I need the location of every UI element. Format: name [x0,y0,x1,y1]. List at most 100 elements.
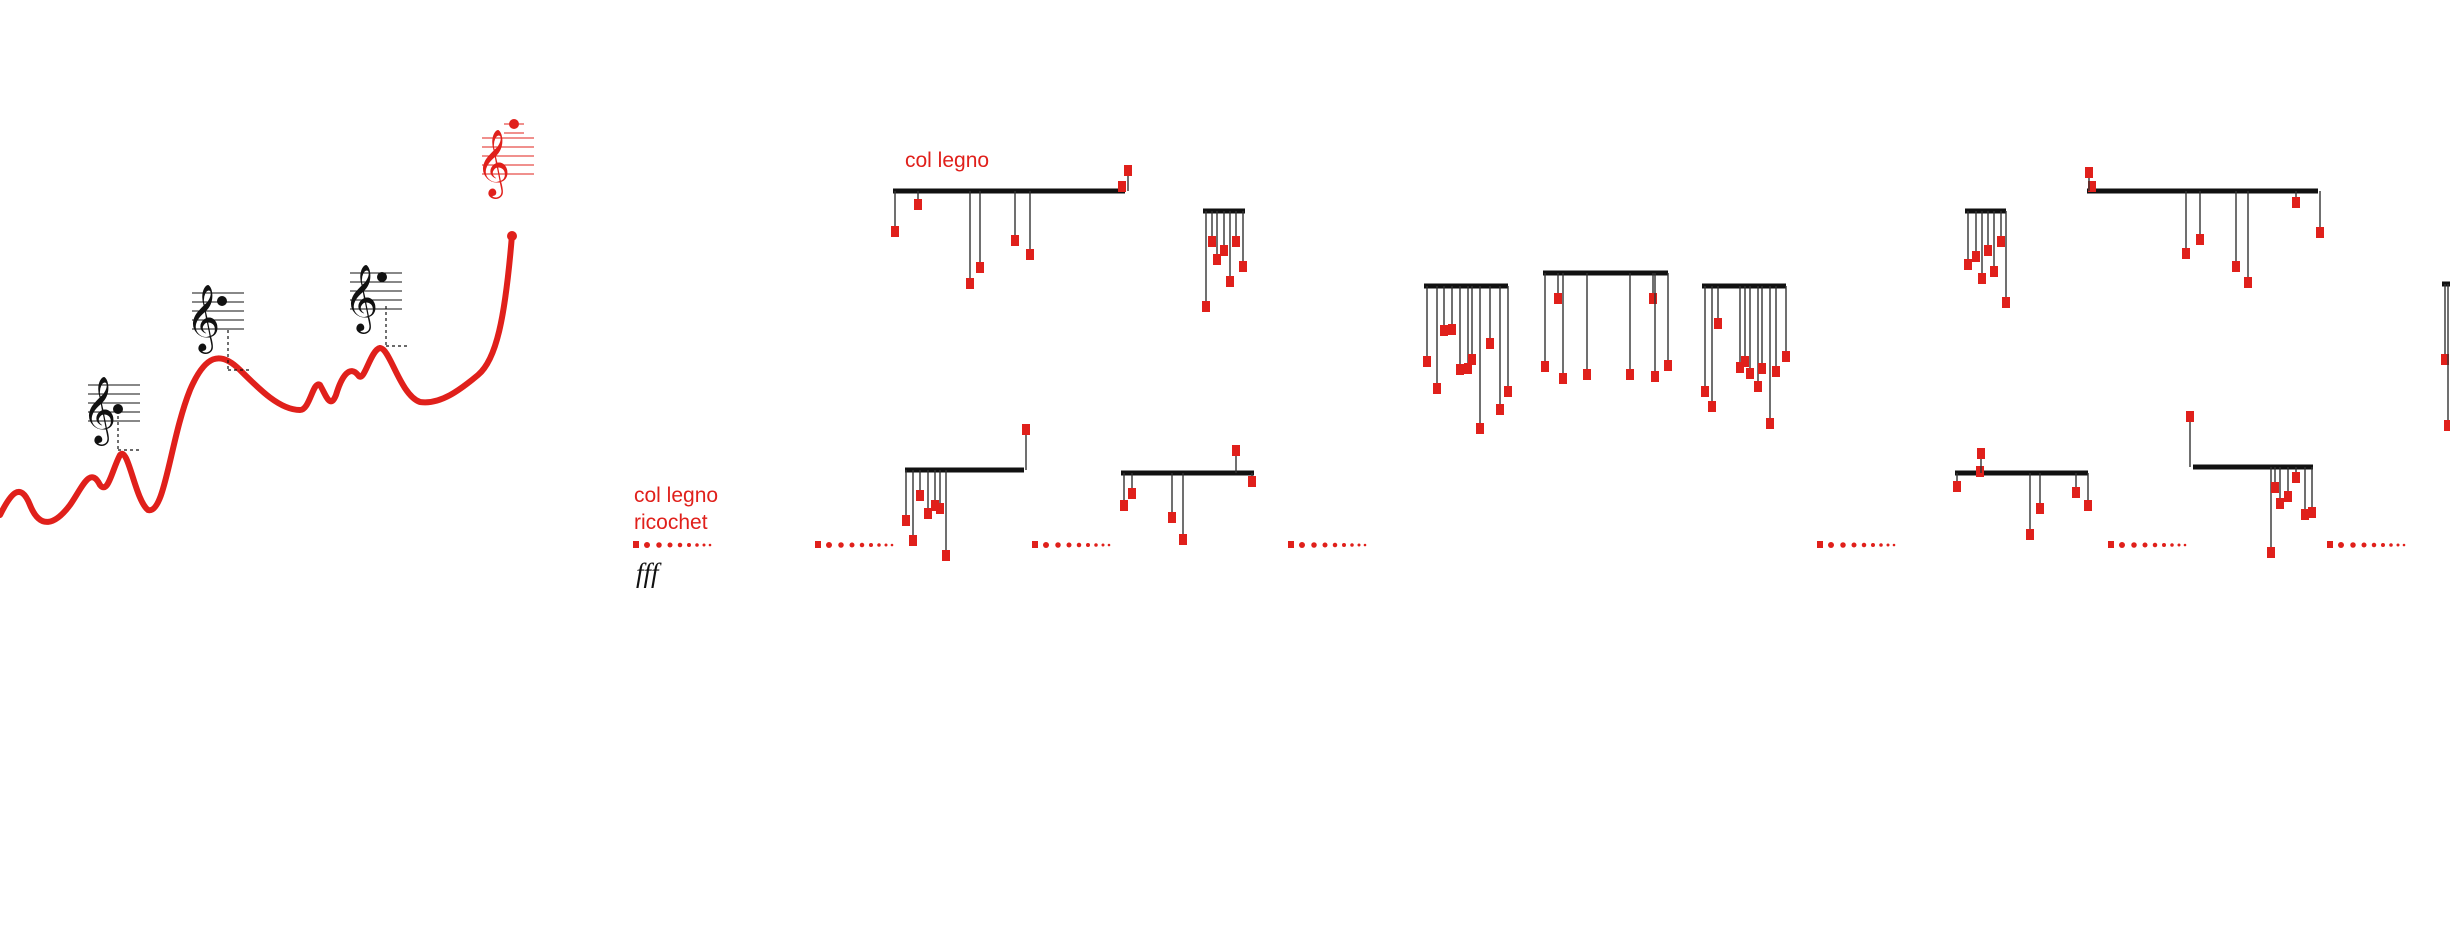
ricochet-dot [2396,543,2400,547]
glissando-gesture-curve [0,232,515,525]
dynamic-marking: fff [636,558,662,588]
ricochet-dot [1861,542,1867,548]
ricochet-dot [2183,543,2187,547]
red-note-block [1124,165,1132,176]
red-note-block [924,508,932,519]
red-note-block [1701,386,1709,397]
clef-staff: 𝄞 [82,375,140,451]
treble-clef-icon: 𝄞 [344,263,378,334]
ricochet-dot [2119,542,2125,548]
ricochet-dot [2350,542,2356,548]
red-note-block [2026,529,2034,540]
ricochet-dot [1086,543,1090,547]
red-note-block [1468,354,1476,365]
beam-group [902,424,1030,561]
red-note-block [2292,197,2300,208]
red-note-block [1232,236,1240,247]
red-note-block [1011,235,1019,246]
red-note-block [1232,445,1240,456]
red-note-block [2308,507,2316,518]
red-note-block [2271,482,2279,493]
red-note-block [916,490,924,501]
red-note-block [1220,245,1228,256]
ricochet-dots [1032,541,1111,548]
red-note-block [2276,498,2284,509]
ricochet-dot [687,543,691,547]
ricochet-dot [1322,542,1328,548]
red-note-block [1486,338,1494,349]
beam-group [1541,270,1672,384]
ricochet-dot [1828,542,1834,548]
clef-staff: 𝄞 [344,263,408,347]
red-note-block [1664,360,1672,371]
red-note-block [1179,534,1187,545]
ricochet-dot [2338,542,2344,548]
beam-group [1202,208,1247,312]
red-note-block [1448,324,1456,335]
ricochet-dot [2152,542,2158,548]
beam-group [1953,448,2092,540]
red-note-block [2292,472,2300,483]
beam-group [2085,167,2324,288]
red-note-block [1496,404,1504,415]
red-note-block [1978,273,1986,284]
ricochet-dot [1299,542,1305,548]
ricochet-dot [2177,543,2181,547]
beam-group [1964,208,2010,308]
ricochet-dot [1043,542,1049,548]
red-note-block [1128,488,1136,499]
ricochet-dot [877,543,881,547]
ricochet-head [815,541,821,548]
ricochet-dots [815,541,894,548]
ricochet-dots [2327,541,2406,548]
ricochet-dot [849,542,855,548]
red-note-block [1972,251,1980,262]
red-note-block [1213,254,1221,265]
ricochet-dot [1350,543,1354,547]
ricochet-dot [2389,543,2393,547]
red-note-block [1736,362,1744,373]
ricochet-dot [2142,542,2148,548]
red-note-block [1976,466,1984,477]
red-note-block [2182,248,2190,259]
ricochet-dot [1892,543,1896,547]
ricochet-dot [1055,542,1061,548]
red-note-block [936,503,944,514]
red-note-block [2036,503,2044,514]
ricochet-dot [708,543,712,547]
red-note-block [2441,354,2449,365]
red-note-block [931,500,939,511]
red-note-block [942,550,950,561]
beam-group [891,165,1132,289]
red-note-block [1202,301,1210,312]
ricochet-dot [1107,543,1111,547]
red-note-block [1464,363,1472,374]
ricochet-dot [1357,543,1361,547]
beam-group [1701,283,1790,429]
red-note-block [1026,249,1034,260]
red-note-block [2244,277,2252,288]
ricochet-dot [1851,542,1857,548]
ricochet-head [1032,541,1038,548]
ricochet-dot [2371,542,2377,548]
ricochet-dot [884,543,888,547]
red-note-block [1208,236,1216,247]
ricochet-dots [2108,541,2187,548]
red-note-block [1022,424,1030,435]
ricochet-label: ricochet [634,511,708,534]
red-note-block [1423,356,1431,367]
ricochet-dots [1817,541,1896,548]
ricochet-dot [1094,543,1098,547]
beam-group [1120,445,1256,545]
treble-clef-icon: 𝄞 [476,128,510,199]
ricochet-dot [2402,543,2406,547]
red-note-block [2196,234,2204,245]
ricochet-head [1288,541,1294,548]
ricochet-dot [2131,542,2137,548]
ricochet-dot [702,543,706,547]
ricochet-dot [1342,543,1346,547]
ricochet-dot [1101,543,1105,547]
beam-group [2441,281,2450,431]
ricochet-dot [1871,543,1875,547]
red-note-block [1741,356,1749,367]
